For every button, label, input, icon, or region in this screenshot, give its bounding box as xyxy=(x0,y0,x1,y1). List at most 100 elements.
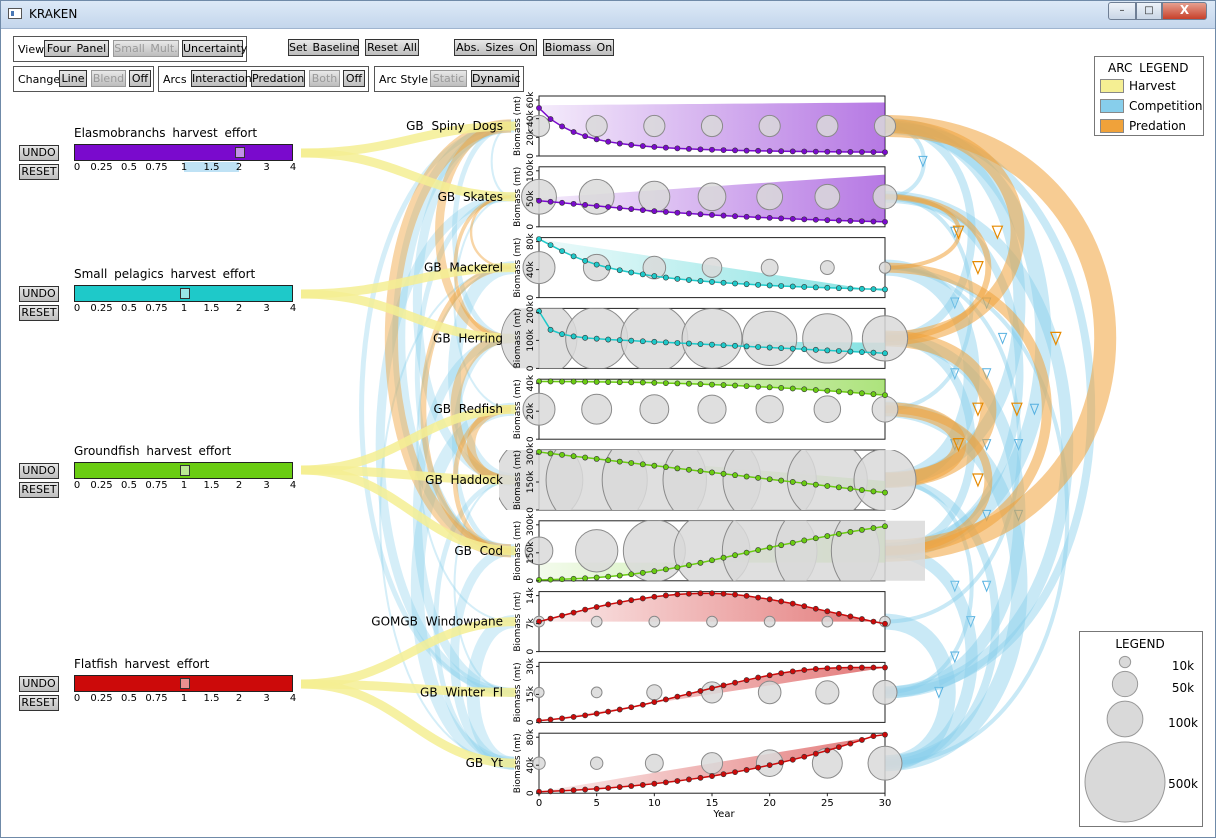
undo-button[interactable]: UNDO xyxy=(19,286,59,302)
abs-sizes-toggle[interactable]: Abs. Sizes On xyxy=(454,39,537,56)
arcs-both-button[interactable]: Both xyxy=(309,70,340,87)
close-button[interactable]: X xyxy=(1162,2,1207,20)
arc-legend: ARC LEGEND Harvest Competition Predation xyxy=(1094,56,1204,136)
change-line-button[interactable]: Line xyxy=(59,70,87,87)
undo-button[interactable]: UNDO xyxy=(19,676,59,692)
reset-all-button[interactable]: Reset All xyxy=(365,39,419,56)
effort-slider[interactable] xyxy=(74,144,293,161)
series-point xyxy=(605,785,612,791)
series-point xyxy=(835,388,842,395)
undo-button[interactable]: UNDO xyxy=(19,145,59,161)
slider-handle[interactable] xyxy=(180,288,190,299)
slider-handle[interactable] xyxy=(235,147,245,158)
series-point xyxy=(824,217,831,224)
series-point xyxy=(582,712,589,719)
series-point xyxy=(801,148,808,155)
series-point xyxy=(859,487,865,493)
undo-button[interactable]: UNDO xyxy=(19,463,59,479)
biomass-circle xyxy=(760,258,779,277)
biomass-circles xyxy=(522,251,892,285)
biomass-circle xyxy=(853,450,917,510)
species-label[interactable]: GB Herring xyxy=(433,331,503,345)
maximize-button[interactable]: □ xyxy=(1136,2,1162,20)
change-off-button[interactable]: Off xyxy=(129,70,151,87)
arcs-off-button[interactable]: Off xyxy=(343,70,365,87)
series-point xyxy=(720,590,727,597)
effort-slider[interactable] xyxy=(74,285,293,302)
competition-arc xyxy=(379,266,515,765)
reset-button[interactable]: RESET xyxy=(19,305,59,321)
competition-arrow-icon xyxy=(965,616,976,628)
arc-style-dynamic-button[interactable]: Dynamic xyxy=(471,70,521,87)
series-point xyxy=(582,786,589,793)
series-point xyxy=(547,378,554,385)
effort-slider[interactable] xyxy=(74,462,293,479)
arcs-interaction-button[interactable]: Interaction xyxy=(191,70,252,87)
y-axis-label: Biomass (mt) xyxy=(513,662,523,722)
change-blend-button[interactable]: Blend xyxy=(91,70,126,87)
series-point xyxy=(847,389,854,396)
biomass-circle xyxy=(755,395,784,424)
series-point xyxy=(870,618,877,625)
series-point xyxy=(662,380,669,386)
x-tick-label: 15 xyxy=(706,798,719,809)
x-tick-label: 25 xyxy=(821,798,834,809)
series-point xyxy=(570,575,577,582)
biomass-circle xyxy=(590,686,603,699)
minimize-button[interactable]: – xyxy=(1108,2,1136,20)
series-point xyxy=(755,383,762,390)
series-point xyxy=(628,783,635,789)
biomass-circle xyxy=(585,114,608,138)
species-label[interactable]: GB Mackerel xyxy=(424,261,503,275)
species-label[interactable]: GOMGB Windowpane xyxy=(371,615,503,629)
slider-tick-label: 0.5 xyxy=(121,693,137,704)
biomass-circle xyxy=(521,178,557,215)
four-panel-button[interactable]: Four Panel xyxy=(44,40,109,57)
biomass-toggle[interactable]: Biomass On xyxy=(543,39,614,56)
species-label[interactable]: GB Cod xyxy=(454,544,503,558)
reset-button[interactable]: RESET xyxy=(19,482,59,498)
uncertainty-button[interactable]: Uncertainty xyxy=(182,40,248,57)
biomass-circle xyxy=(643,114,666,138)
y-tick-label: 0 xyxy=(526,578,536,584)
y-tick-label: 300k xyxy=(526,442,536,465)
series-point xyxy=(801,216,808,223)
reset-button[interactable]: RESET xyxy=(19,164,59,180)
species-label[interactable]: GB Skates xyxy=(438,190,503,204)
series-point xyxy=(720,342,727,349)
y-axis-label: Biomass (mt) xyxy=(513,450,523,510)
arcs-predation-button[interactable]: Predation xyxy=(251,70,305,87)
arc-style-static-button[interactable]: Static xyxy=(430,70,467,87)
species-label[interactable]: GB Yt xyxy=(466,756,504,770)
slider-handle[interactable] xyxy=(180,465,190,476)
small-multiples-button[interactable]: Small Mult. xyxy=(113,40,179,57)
series-point xyxy=(686,590,692,597)
effort-slider[interactable] xyxy=(74,675,293,692)
change-label: Change xyxy=(18,73,61,86)
species-label[interactable]: GB Redfish xyxy=(433,402,503,416)
slider-handle[interactable] xyxy=(180,678,190,689)
series-point xyxy=(859,218,865,225)
slider-tick-label: 0.5 xyxy=(121,162,137,173)
series-point xyxy=(662,592,669,599)
series-point xyxy=(651,699,658,706)
series-point xyxy=(709,381,715,388)
series-point xyxy=(812,284,819,291)
series-point xyxy=(870,286,877,293)
series-point xyxy=(720,147,727,153)
series-point xyxy=(605,204,612,210)
series-point xyxy=(559,715,565,722)
series-point xyxy=(755,547,762,553)
series-point xyxy=(628,269,635,276)
title-bar[interactable]: KRAKEN – □ X xyxy=(1,1,1215,29)
species-label[interactable]: GB Spiny Dogs xyxy=(406,119,503,133)
slider-tick-label: 3 xyxy=(263,480,270,491)
series-point xyxy=(582,257,589,264)
species-label[interactable]: GB Haddock xyxy=(425,473,503,487)
competition-swatch xyxy=(1100,99,1124,113)
series-point xyxy=(639,338,646,345)
reset-button[interactable]: RESET xyxy=(19,695,59,711)
set-baseline-button[interactable]: Set Baseline xyxy=(288,39,360,56)
series-point xyxy=(616,205,623,211)
species-label[interactable]: GB Winter Fl xyxy=(420,685,503,699)
